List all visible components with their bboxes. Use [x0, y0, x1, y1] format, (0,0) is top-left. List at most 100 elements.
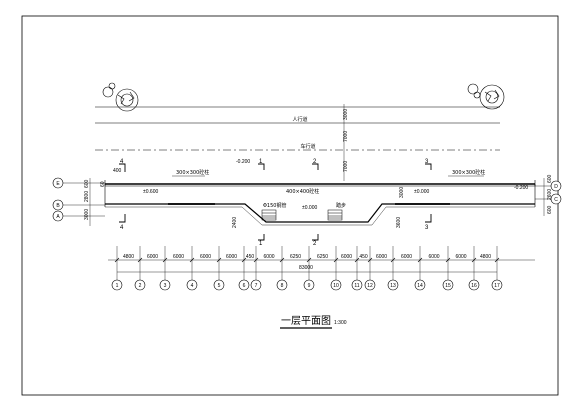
dim-tick [390, 257, 396, 263]
left-row-dim: 3000 [84, 209, 90, 220]
tree-icon-right [467, 83, 505, 110]
section-mark-4-top: 4 [119, 159, 126, 172]
dim-tick [216, 257, 222, 263]
tree-icon-left [102, 82, 139, 112]
axis-bubble [491, 279, 503, 291]
dim-tick [162, 257, 168, 263]
axis-bubble-left-e: E [52, 177, 105, 189]
axis-bubble [250, 279, 262, 291]
svg-text:3: 3 [425, 159, 429, 165]
axis-label: 5 [218, 283, 221, 289]
dim-lane-1: 7000 [343, 131, 349, 142]
dim-tick [253, 257, 259, 263]
dim-tick [354, 257, 360, 263]
span-dim: 4800 [123, 254, 134, 260]
building-inner-line [105, 206, 535, 226]
axis-label: 1 [116, 283, 119, 289]
axis-label: 13 [390, 283, 396, 289]
dim-2400: 2400 [232, 217, 238, 228]
axis-label: 4 [191, 283, 194, 289]
section-mark-1-top: 1 [258, 159, 265, 170]
dim-tick [417, 257, 423, 263]
left-row-dim: 600 [84, 179, 90, 188]
axis-bubble-left-a: A [52, 210, 105, 222]
axis-bubble [468, 279, 480, 291]
section-mark-3-bottom: 3 [425, 214, 432, 231]
axis-label: 2 [139, 283, 142, 289]
dim-tick [279, 257, 285, 263]
axis-label: 17 [494, 283, 500, 289]
stair-label: 踏步 [336, 202, 346, 209]
page-title: 一层平面图 [281, 315, 331, 327]
total-dim: 83000 [299, 265, 313, 271]
svg-text:A: A [56, 214, 60, 220]
section-mark-2-top: 2 [312, 159, 319, 170]
column-label-left: 300×300砼柱 [176, 169, 209, 176]
axis-bubble [276, 279, 288, 291]
axis-bubble [159, 279, 171, 291]
level-center: ±0.000 [302, 205, 317, 211]
axis-label: 6 [243, 283, 246, 289]
dim-tick [189, 257, 195, 263]
level-right: -0.200 [514, 185, 528, 191]
column-label-right: 300×300砼柱 [452, 169, 485, 176]
span-dim: 450 [246, 254, 255, 260]
span-dim: 6000 [376, 254, 387, 260]
axis-label: 14 [417, 283, 423, 289]
axis-bubble-right-c: C [535, 193, 562, 205]
right-row-dim: 2600 [547, 189, 553, 200]
dim-tick [494, 257, 500, 263]
axis-bubble [111, 279, 123, 291]
section-mark-3-top: 3 [425, 159, 432, 170]
dim-tick [471, 257, 477, 263]
span-dim: 6000 [226, 254, 237, 260]
drawing-frame [21, 15, 559, 396]
level-right-inner: ±0.000 [414, 189, 429, 195]
section-mark-2-bottom: 2 [312, 234, 319, 247]
column-label-mid: 400×400砼柱 [286, 188, 319, 195]
axis-label: 7 [255, 283, 258, 289]
span-dim: 450 [359, 254, 368, 260]
axis-bubble [364, 279, 376, 291]
axis-bubble [387, 279, 399, 291]
building-outline-top [104, 180, 536, 187]
span-dim: 6000 [455, 254, 466, 260]
span-dim: 6000 [200, 254, 211, 260]
svg-text:2: 2 [313, 241, 317, 247]
axis-bubble [414, 279, 426, 291]
svg-text:E: E [56, 181, 60, 187]
axis-bubble-right-d: D [535, 180, 562, 192]
dim-lane-2: 7000 [343, 161, 349, 172]
dim-tick [333, 257, 339, 263]
dim-400: 400 [113, 168, 122, 174]
drawing-scale: 1:300 [334, 320, 347, 326]
span-dim: 6000 [341, 254, 352, 260]
dim-tick [114, 257, 120, 263]
dim-tick [137, 257, 143, 263]
svg-text:2: 2 [313, 159, 317, 165]
svg-text:1: 1 [259, 241, 263, 247]
dim-tick [241, 257, 247, 263]
axis-bubble-left-b: B [52, 199, 105, 211]
section-mark-4-bottom: 4 [119, 214, 126, 231]
svg-text:B: B [56, 203, 60, 209]
dim-sidewalk: 3000 [343, 109, 349, 120]
level-left: ±0.600 [143, 189, 158, 195]
left-row-dim: 2800 [84, 191, 90, 202]
axis-label: 16 [471, 283, 477, 289]
svg-text:C: C [554, 197, 558, 203]
right-row-dim: 600 [547, 205, 553, 214]
dim-60: 60 [100, 181, 106, 187]
level-top-left: -0.200 [236, 159, 250, 165]
span-dim: 6250 [290, 254, 301, 260]
axis-bubble [134, 279, 146, 291]
stair-icon-right [327, 209, 343, 221]
svg-text:4: 4 [120, 225, 124, 231]
axis-bubble [330, 279, 342, 291]
span-dim: 6000 [147, 254, 158, 260]
svg-text:4: 4 [120, 159, 124, 165]
dim-tick [306, 257, 312, 263]
axis-label: 10 [333, 283, 339, 289]
dim-3600-r: 3600 [396, 217, 402, 228]
